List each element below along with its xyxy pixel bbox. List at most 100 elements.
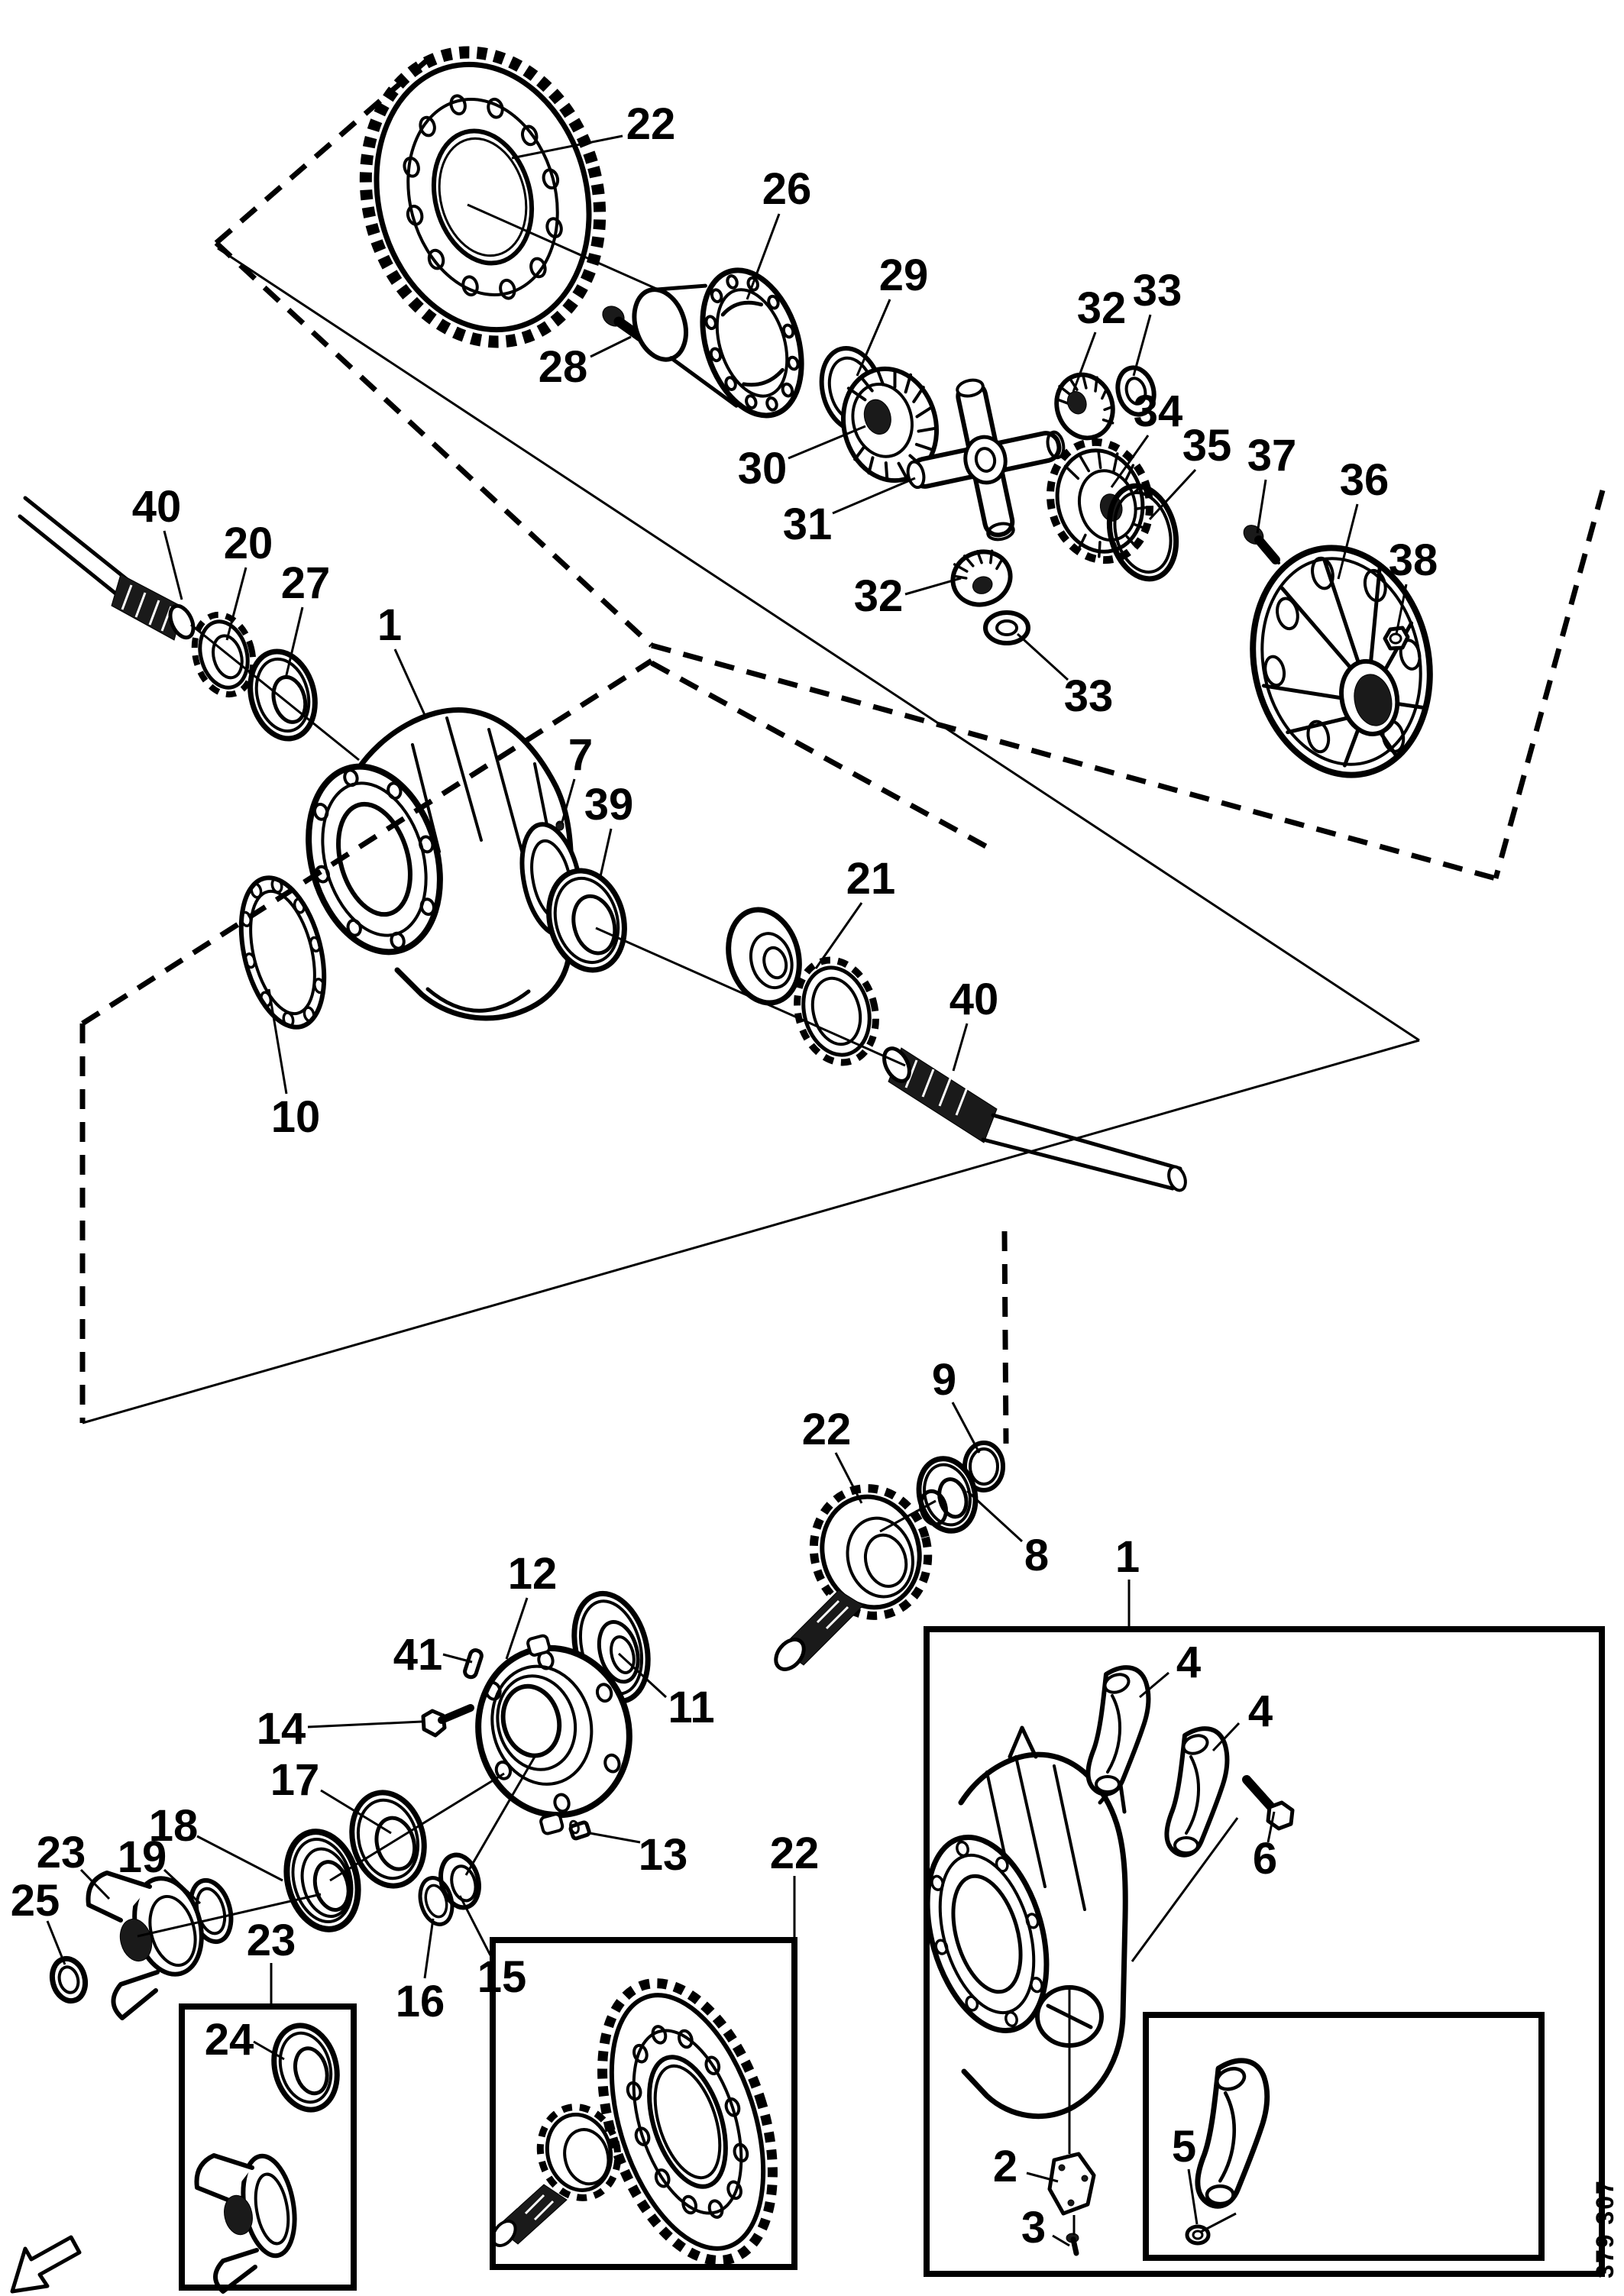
callout-39-leader (598, 828, 613, 881)
dashed-outline-5 (81, 658, 653, 1026)
part-oring-35 (1106, 483, 1179, 582)
callout-38-leader (1395, 584, 1408, 635)
part-ring-15 (438, 1852, 481, 1910)
part-bearing-carrier-36 (1250, 545, 1433, 778)
callout-13-leader (589, 1832, 641, 1844)
callout-37-label: 37 (1247, 431, 1297, 480)
callout-12-leader (505, 1597, 529, 1660)
callout-1-label: 1 (377, 600, 402, 650)
callout-32-leader (904, 577, 962, 596)
dashed-outline-2 (651, 642, 1496, 881)
callout-35-leader (1148, 468, 1197, 521)
callout-36-leader (1337, 503, 1359, 580)
callout-24-label: 24 (205, 2015, 254, 2065)
direction-arrow-icon (10, 2235, 82, 2294)
callout-14-label: 14 (257, 1704, 306, 1754)
part-nut-13 (568, 1819, 591, 1841)
callout-30-label: 30 (738, 444, 788, 493)
callout-27-leader (284, 606, 304, 679)
part-pinion-22 (774, 1484, 948, 1671)
callout-39-label: 39 (584, 780, 634, 829)
callout-25-leader (46, 1920, 66, 1965)
callout-31-label: 31 (783, 500, 833, 549)
part-bearing-cap-4a (1085, 1665, 1151, 1796)
inset-box-5 (1143, 2012, 1545, 2261)
callout-17-leader (320, 1789, 392, 1835)
callout-4-leader (1212, 1722, 1241, 1752)
part-stud-7 (555, 822, 565, 831)
part-lock-ring-21 (794, 956, 879, 1066)
callout-24-leader (253, 2040, 285, 2061)
callout-10-leader (267, 988, 288, 1095)
callout-32-leader (1072, 331, 1097, 393)
part-axle-40-right (882, 1046, 1187, 1192)
part-bearing-cap-4b (1166, 1728, 1227, 1855)
callout-7-leader (561, 778, 576, 823)
axis-line-8 (464, 1756, 536, 1876)
callout-35-label: 35 (1182, 421, 1232, 471)
part-seal-25 (49, 1955, 89, 2004)
callout-18-leader (196, 1835, 283, 1882)
part-bolt-3 (1066, 2233, 1079, 2256)
callout-22-label: 22 (802, 1405, 852, 1454)
callout-20-leader (225, 567, 247, 641)
callout-16-label: 16 (396, 1977, 445, 2026)
axis-line-6 (137, 1893, 322, 1938)
part-case-26 (632, 267, 804, 419)
callout-19-label: 19 (118, 1832, 167, 1882)
callout-19-leader (163, 1868, 202, 1905)
axis-line-1 (217, 247, 1420, 1042)
callout-40-leader (163, 530, 183, 600)
callout-23-leader (79, 1868, 111, 1900)
callout-1-leader (393, 648, 426, 716)
part-pinion-32-bottom (950, 549, 1013, 607)
callout-33-leader (1016, 632, 1069, 681)
callout-16-leader (423, 1918, 435, 1979)
callout-4-label: 4 (1248, 1686, 1273, 1736)
callout-11-label: 11 (668, 1683, 714, 1732)
callout-30-leader (788, 425, 866, 460)
callout-18-label: 18 (149, 1801, 199, 1851)
callout-33-leader (1132, 314, 1152, 377)
callout-38-label: 38 (1389, 535, 1438, 585)
axis-line-3 (190, 623, 360, 762)
callout-17-label: 17 (270, 1755, 320, 1805)
part-spider-31 (906, 378, 1066, 542)
callout-37-leader (1256, 479, 1267, 534)
part-inset-yoke-24 (194, 2023, 340, 2294)
callout-28-label: 28 (539, 342, 588, 392)
callout-22-leader (511, 134, 623, 160)
part-inset-housing-1 (924, 1725, 1128, 2120)
part-bolt-6 (1242, 1775, 1295, 1831)
part-clip-41 (463, 1648, 484, 1680)
callout-4-label: 4 (1176, 1638, 1201, 1687)
callout-2-label: 2 (993, 2142, 1017, 2191)
callout-8-leader (966, 1489, 1024, 1543)
callout-40-label: 40 (949, 975, 999, 1024)
callout-28-leader (590, 335, 632, 358)
callout-26-leader (746, 213, 781, 300)
callout-23-label: 23 (37, 1828, 86, 1877)
dashed-outlines-layer (79, 57, 1606, 1444)
part-seal-18 (283, 1829, 361, 1932)
callout-3-label: 3 (1021, 2203, 1046, 2252)
callout-9-label: 9 (932, 1355, 956, 1405)
callout-34-leader (1110, 435, 1150, 488)
figure-number: 379 307 (1591, 2179, 1619, 2278)
callout-22-label: 22 (626, 99, 676, 149)
callout-41-label: 41 (393, 1630, 443, 1680)
part-bolt-14 (421, 1704, 474, 1738)
callout-32-label: 32 (1077, 283, 1127, 333)
callout-2-leader (1026, 2171, 1059, 2183)
axis-line-2 (82, 1039, 1420, 1424)
axis-line-11 (1200, 2212, 1237, 2233)
part-bearing-27 (247, 648, 318, 742)
part-cover-plate-2 (1047, 2152, 1096, 2216)
axis-line-12 (1131, 1817, 1239, 1962)
callout-41-leader (442, 1653, 473, 1664)
part-axle-40-left (18, 496, 196, 641)
callout-15-label: 15 (477, 1952, 527, 2002)
dashed-outline-0 (214, 57, 430, 245)
callout-14-leader (307, 1720, 422, 1728)
callout-23-label: 23 (247, 1916, 296, 1965)
